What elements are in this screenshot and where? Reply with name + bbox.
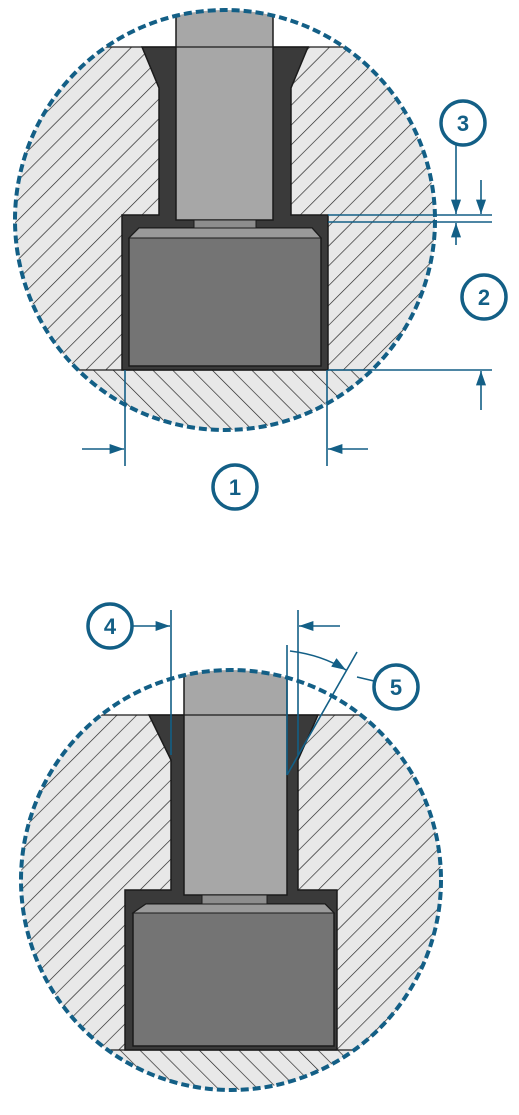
callout-1-label: 1 [229, 475, 241, 500]
callout-5-label: 5 [390, 675, 402, 700]
dimension-gap [328, 140, 492, 245]
base-part-section [15, 370, 435, 430]
callout-5: 5 [372, 663, 420, 711]
callout-2-label: 2 [478, 285, 490, 310]
dimension-insert-height [328, 221, 492, 410]
pin-tip [193, 219, 257, 229]
insert-block [128, 227, 322, 367]
dimension-clearance [133, 610, 340, 755]
dimension-hole-width [82, 370, 368, 466]
pin-tip-2 [201, 894, 268, 905]
callout-4: 4 [86, 602, 134, 650]
callout-3-label: 3 [457, 111, 469, 136]
callout-1: 1 [211, 463, 259, 511]
insert-block-2 [132, 903, 335, 1047]
detail-boundary-circle [13, 8, 437, 432]
callout-2: 2 [460, 273, 508, 321]
callout-4-label: 4 [104, 614, 117, 639]
base-part-section-2 [21, 1050, 441, 1090]
insert-block-2-top-face [131, 903, 336, 914]
pin-shaft [175, 10, 274, 221]
dimension-chamfer-angle [286, 645, 375, 776]
top-detail-view: 3 2 1 [13, 8, 508, 511]
pin-shaft-2 [183, 670, 288, 896]
detail-boundary-circle-2 [19, 668, 443, 1092]
insert-block-top-face [127, 227, 323, 239]
bottom-detail-view: 4 5 [19, 602, 443, 1092]
callout-3: 3 [439, 99, 487, 147]
